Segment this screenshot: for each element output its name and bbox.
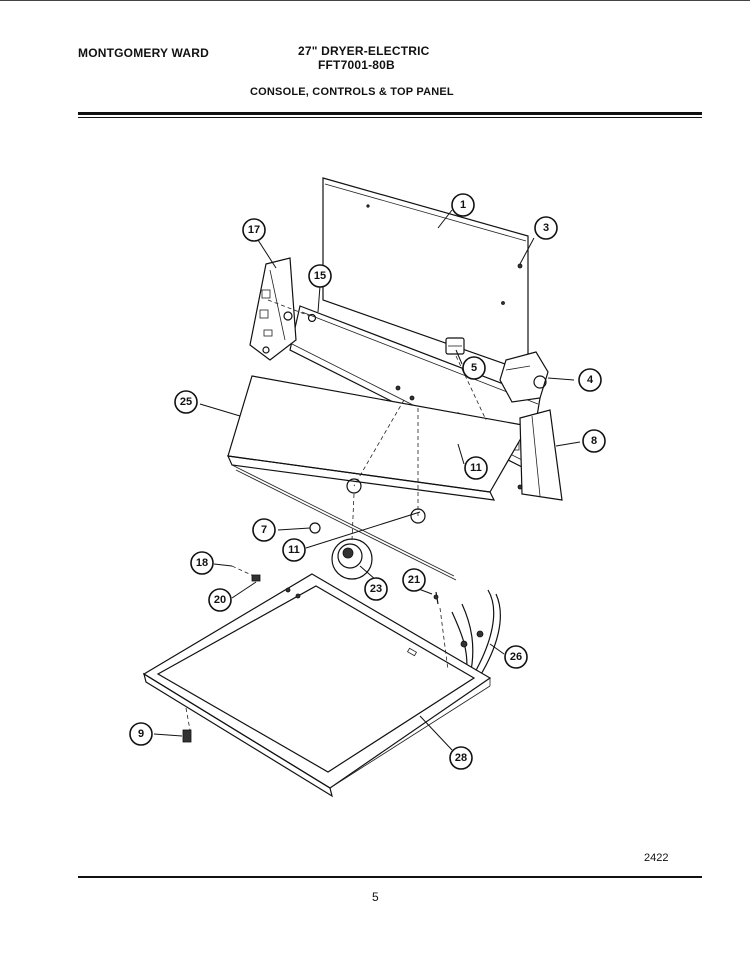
part-timer-knob [331, 538, 373, 580]
callout-label: 20 [214, 594, 226, 606]
callout-26: 26 [504, 645, 528, 669]
part-switch [445, 337, 465, 355]
callout-5: 5 [462, 356, 486, 380]
header-rule-thick [78, 112, 702, 115]
callout-label: 11 [288, 544, 300, 556]
brand-name: MONTGOMERY WARD [78, 46, 209, 60]
callout-9: 9 [129, 722, 153, 746]
callout-label: 5 [471, 362, 477, 374]
part-timer [499, 351, 549, 403]
callout-label: 17 [248, 224, 260, 236]
part-top-panel [142, 573, 492, 798]
callout-23: 23 [364, 577, 388, 601]
part-console-end-bracket [249, 257, 297, 361]
callout-25: 25 [174, 390, 198, 414]
part-knob-insert [309, 522, 321, 534]
part-rear-panel [322, 177, 529, 373]
callout-15: 15 [308, 264, 332, 288]
callout-label: 26 [510, 651, 522, 663]
callout-3: 3 [534, 216, 558, 240]
part-hinge-clip [182, 729, 192, 743]
page-edge-rule [0, 0, 750, 1]
callout-label: 28 [455, 752, 467, 764]
diagram-number: 2422 [644, 852, 669, 864]
page-number: 5 [372, 890, 379, 904]
leader-lines [153, 209, 581, 751]
part-end-cap [517, 409, 563, 501]
part-screw [433, 591, 439, 605]
callout-label: 18 [196, 557, 208, 569]
model-number: FFT7001-80B [318, 58, 395, 72]
section-title: CONSOLE, CONTROLS & TOP PANEL [250, 86, 454, 98]
callout-20: 20 [208, 588, 232, 612]
part-screw-hinge [231, 565, 261, 582]
callout-label: 11 [470, 462, 482, 474]
callout-28: 28 [449, 746, 473, 770]
callout-label: 3 [543, 222, 549, 234]
callout-1: 1 [451, 193, 475, 217]
callout-label: 15 [314, 270, 326, 282]
callout-label: 7 [261, 524, 267, 536]
callout-label: 9 [138, 728, 144, 740]
callout-21: 21 [402, 568, 426, 592]
callout-11-lower: 11 [282, 538, 306, 562]
callout-7: 7 [252, 518, 276, 542]
model-title: 27" DRYER-ELECTRIC [298, 44, 430, 58]
callout-label: 25 [180, 396, 192, 408]
callout-4: 4 [578, 368, 602, 392]
header-rule-thin [78, 117, 702, 118]
callout-8: 8 [582, 429, 606, 453]
assembly-lines [267, 299, 487, 671]
callout-label: 4 [587, 374, 594, 386]
callout-11-upper: 11 [464, 456, 488, 480]
callout-label: 23 [370, 583, 382, 595]
callout-18: 18 [190, 551, 214, 575]
footer-rule [78, 876, 702, 878]
callout-label: 21 [408, 574, 420, 586]
callout-label: 8 [591, 435, 597, 447]
callout-17: 17 [242, 218, 266, 242]
callout-label: 1 [460, 199, 466, 211]
